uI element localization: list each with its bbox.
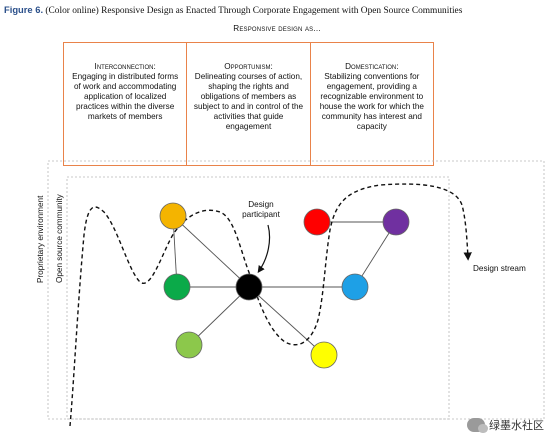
strategy-boxes: Interconnection: Engaging in distributed… xyxy=(63,42,434,166)
node-purple xyxy=(382,208,410,236)
design-participant-label: Design participant xyxy=(242,200,280,219)
node-lightgreen xyxy=(175,331,203,359)
figure-caption-text: (Color online) Responsive Design as Enac… xyxy=(45,6,463,16)
proprietary-environment-boundary xyxy=(47,160,545,420)
opportunism-text: Delineating courses of action, shaping t… xyxy=(193,72,304,131)
responsive-design-title: Responsive design as... xyxy=(233,24,321,33)
figure-label: Figure 6. xyxy=(4,4,44,15)
interconnection-heading: Interconnection: xyxy=(94,62,156,71)
interconnection-text: Engaging in distributed forms of work an… xyxy=(72,72,179,121)
figure-caption: Figure 6. (Color online) Responsive Desi… xyxy=(4,4,552,16)
node-orange xyxy=(159,202,187,230)
node-green xyxy=(163,273,191,301)
interconnection-box: Interconnection: Engaging in distributed… xyxy=(64,43,186,165)
opportunism-heading: Opportunism: xyxy=(224,62,273,71)
node-design-participant xyxy=(235,273,263,301)
open-source-community-label: Open source community xyxy=(55,194,64,283)
watermark-text: 绿墨水社区 xyxy=(489,420,544,432)
node-red xyxy=(303,208,331,236)
nodes xyxy=(159,202,410,369)
proprietary-environment-label: Proprietary environment xyxy=(36,195,45,283)
participant-arrow xyxy=(257,224,271,273)
node-blue xyxy=(341,273,369,301)
design-stream-curve xyxy=(69,183,472,427)
node-yellow xyxy=(310,341,338,369)
edge-orange-black xyxy=(172,215,250,288)
domestication-text: Stabilizing conventions for engagement, … xyxy=(319,72,424,131)
domestication-heading: Domestication: xyxy=(345,62,399,71)
edge-lightgreen-black xyxy=(188,286,250,346)
watermark: 绿墨水社区 xyxy=(467,417,544,433)
design-stream-label: Design stream xyxy=(473,264,526,273)
domestication-box: Domestication: Stabilizing conventions f… xyxy=(309,43,433,165)
wechat-icon xyxy=(467,418,488,433)
edge-black-yellow xyxy=(248,286,325,356)
opportunism-box: Opportunism: Delineating courses of acti… xyxy=(186,43,309,165)
